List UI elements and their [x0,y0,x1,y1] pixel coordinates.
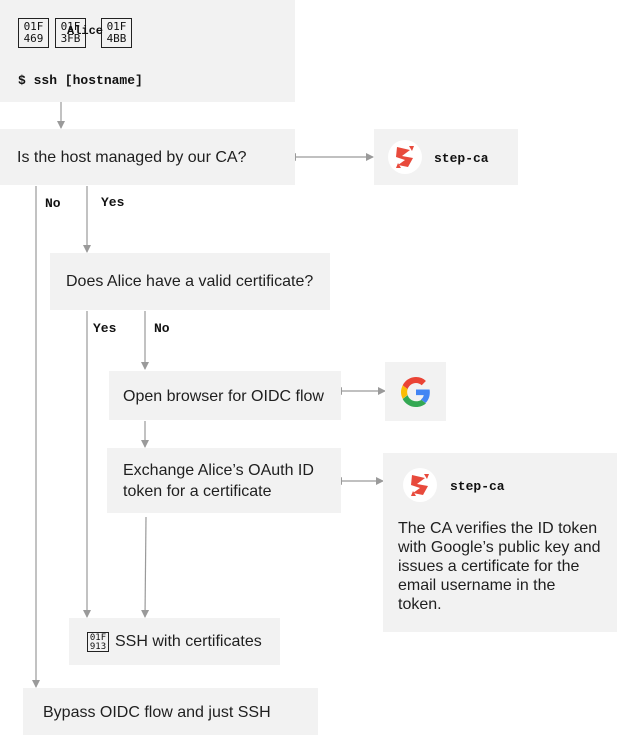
stepca-box-top: step-ca [374,129,518,185]
man-emoji-icon: 01F 469 [18,18,49,48]
stepca-description-line-3: issues a certificate for the [398,558,580,575]
step-ca-logo-icon [403,468,437,502]
stepca-bottom-label: step-ca [450,479,505,494]
skin-tone-emoji-icon: 01F 3FB [55,18,86,48]
edge-label-no-1: No [45,196,61,211]
stepca-description-line-5: token. [398,596,442,613]
edge-label-yes-2: Yes [93,321,117,336]
exchange-token-box: Exchange Alice’s OAuth ID token for a ce… [107,448,341,513]
start-box: 01F 469 01F 3FB 01F 4BB Alice $ ssh [hos… [0,0,295,102]
edge-label-yes-1: Yes [101,195,125,210]
bypass-box: Bypass OIDC flow and just SSH [23,688,318,735]
exchange-line-1: Exchange Alice’s OAuth ID [123,462,314,479]
bypass-label: Bypass OIDC flow and just SSH [43,704,271,721]
start-name: Alice [67,24,104,38]
question-host-managed-label: Is the host managed by our CA? [17,149,247,166]
question-host-managed: Is the host managed by our CA? [0,129,295,185]
open-browser-label: Open browser for OIDC flow [123,388,324,405]
ssh-command: $ ssh [hostname] [18,73,143,88]
stepca-description-line-1: The CA verifies the ID token [398,520,598,537]
arrow-exchange-ssh [141,516,150,618]
open-browser-box: Open browser for OIDC flow [109,371,341,420]
stepca-description-line-2: with Google’s public key and [398,539,601,556]
step-ca-logo-icon [388,140,422,174]
stepca-top-label: step-ca [434,151,489,166]
google-logo-icon [401,377,430,407]
handshake-emoji-icon: 01F 913 [87,632,109,652]
ssh-with-certificates-box: 01F 913 SSH with certificates [69,618,280,665]
ssh-with-certificates-label: SSH with certificates [115,633,262,650]
laptop-emoji-icon: 01F 4BB [101,18,132,48]
stepca-box-bottom: step-ca The CA verifies the ID token wit… [383,453,617,632]
google-box [385,362,446,421]
stepca-description-line-4: email username in the [398,577,556,594]
question-valid-certificate: Does Alice have a valid certificate? [50,253,330,310]
exchange-line-2: token for a certificate [123,483,272,500]
question-valid-certificate-label: Does Alice have a valid certificate? [66,273,314,290]
edge-label-no-2: No [154,321,170,336]
